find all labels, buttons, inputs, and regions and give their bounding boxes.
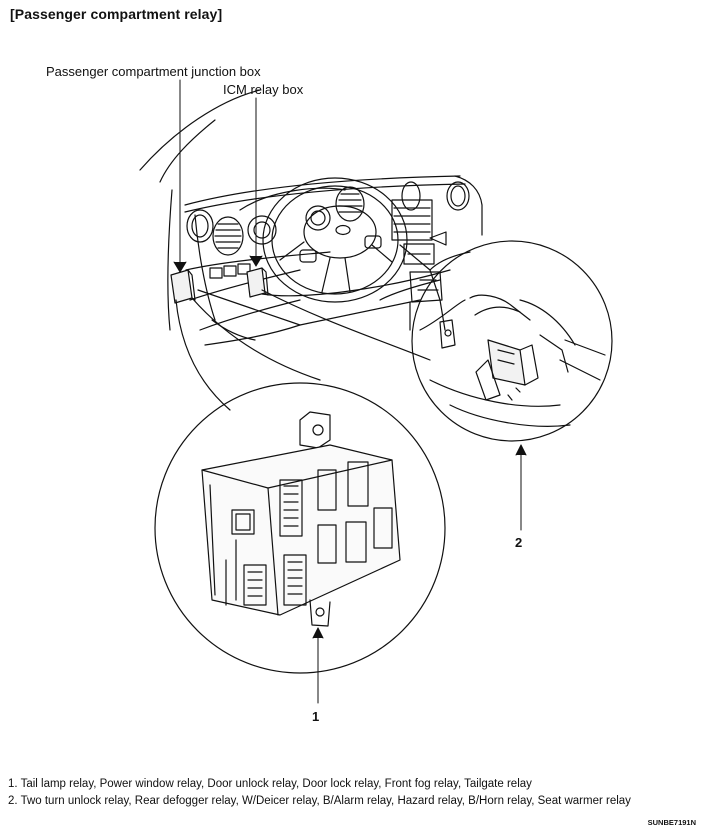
junction-box-label: Passenger compartment junction box xyxy=(46,64,261,79)
center-console xyxy=(391,199,447,331)
instrument-cluster xyxy=(239,187,346,245)
right-air-vent xyxy=(335,181,470,222)
caption-line-2: 2. Two turn unlock relay, Rear defogger … xyxy=(8,795,631,807)
caption-line-1: 1. Tail lamp relay, Power window relay, … xyxy=(8,778,532,790)
icm-relay-box-label: ICM relay box xyxy=(223,82,304,97)
relay-box-detail-circle xyxy=(154,382,446,674)
steering-wheel xyxy=(262,177,408,303)
callout-2: 2 xyxy=(515,535,523,550)
callout-arrows xyxy=(312,444,527,704)
lower-switch-panel xyxy=(209,263,251,279)
figure-code: SUNBE7191N xyxy=(647,818,696,827)
center-air-vent xyxy=(212,216,244,256)
a-pillar-outline xyxy=(139,89,261,331)
junction-box-location xyxy=(170,269,196,304)
left-air-vent xyxy=(186,209,214,243)
icm-relay-detail-circle xyxy=(411,240,613,442)
icm-relay-box-location xyxy=(246,267,269,298)
callout-1: 1 xyxy=(312,709,320,724)
magnifier-connectors xyxy=(175,269,451,411)
label-leader-lines xyxy=(173,79,263,273)
figure-title: [Passenger compartment relay] xyxy=(10,6,223,22)
